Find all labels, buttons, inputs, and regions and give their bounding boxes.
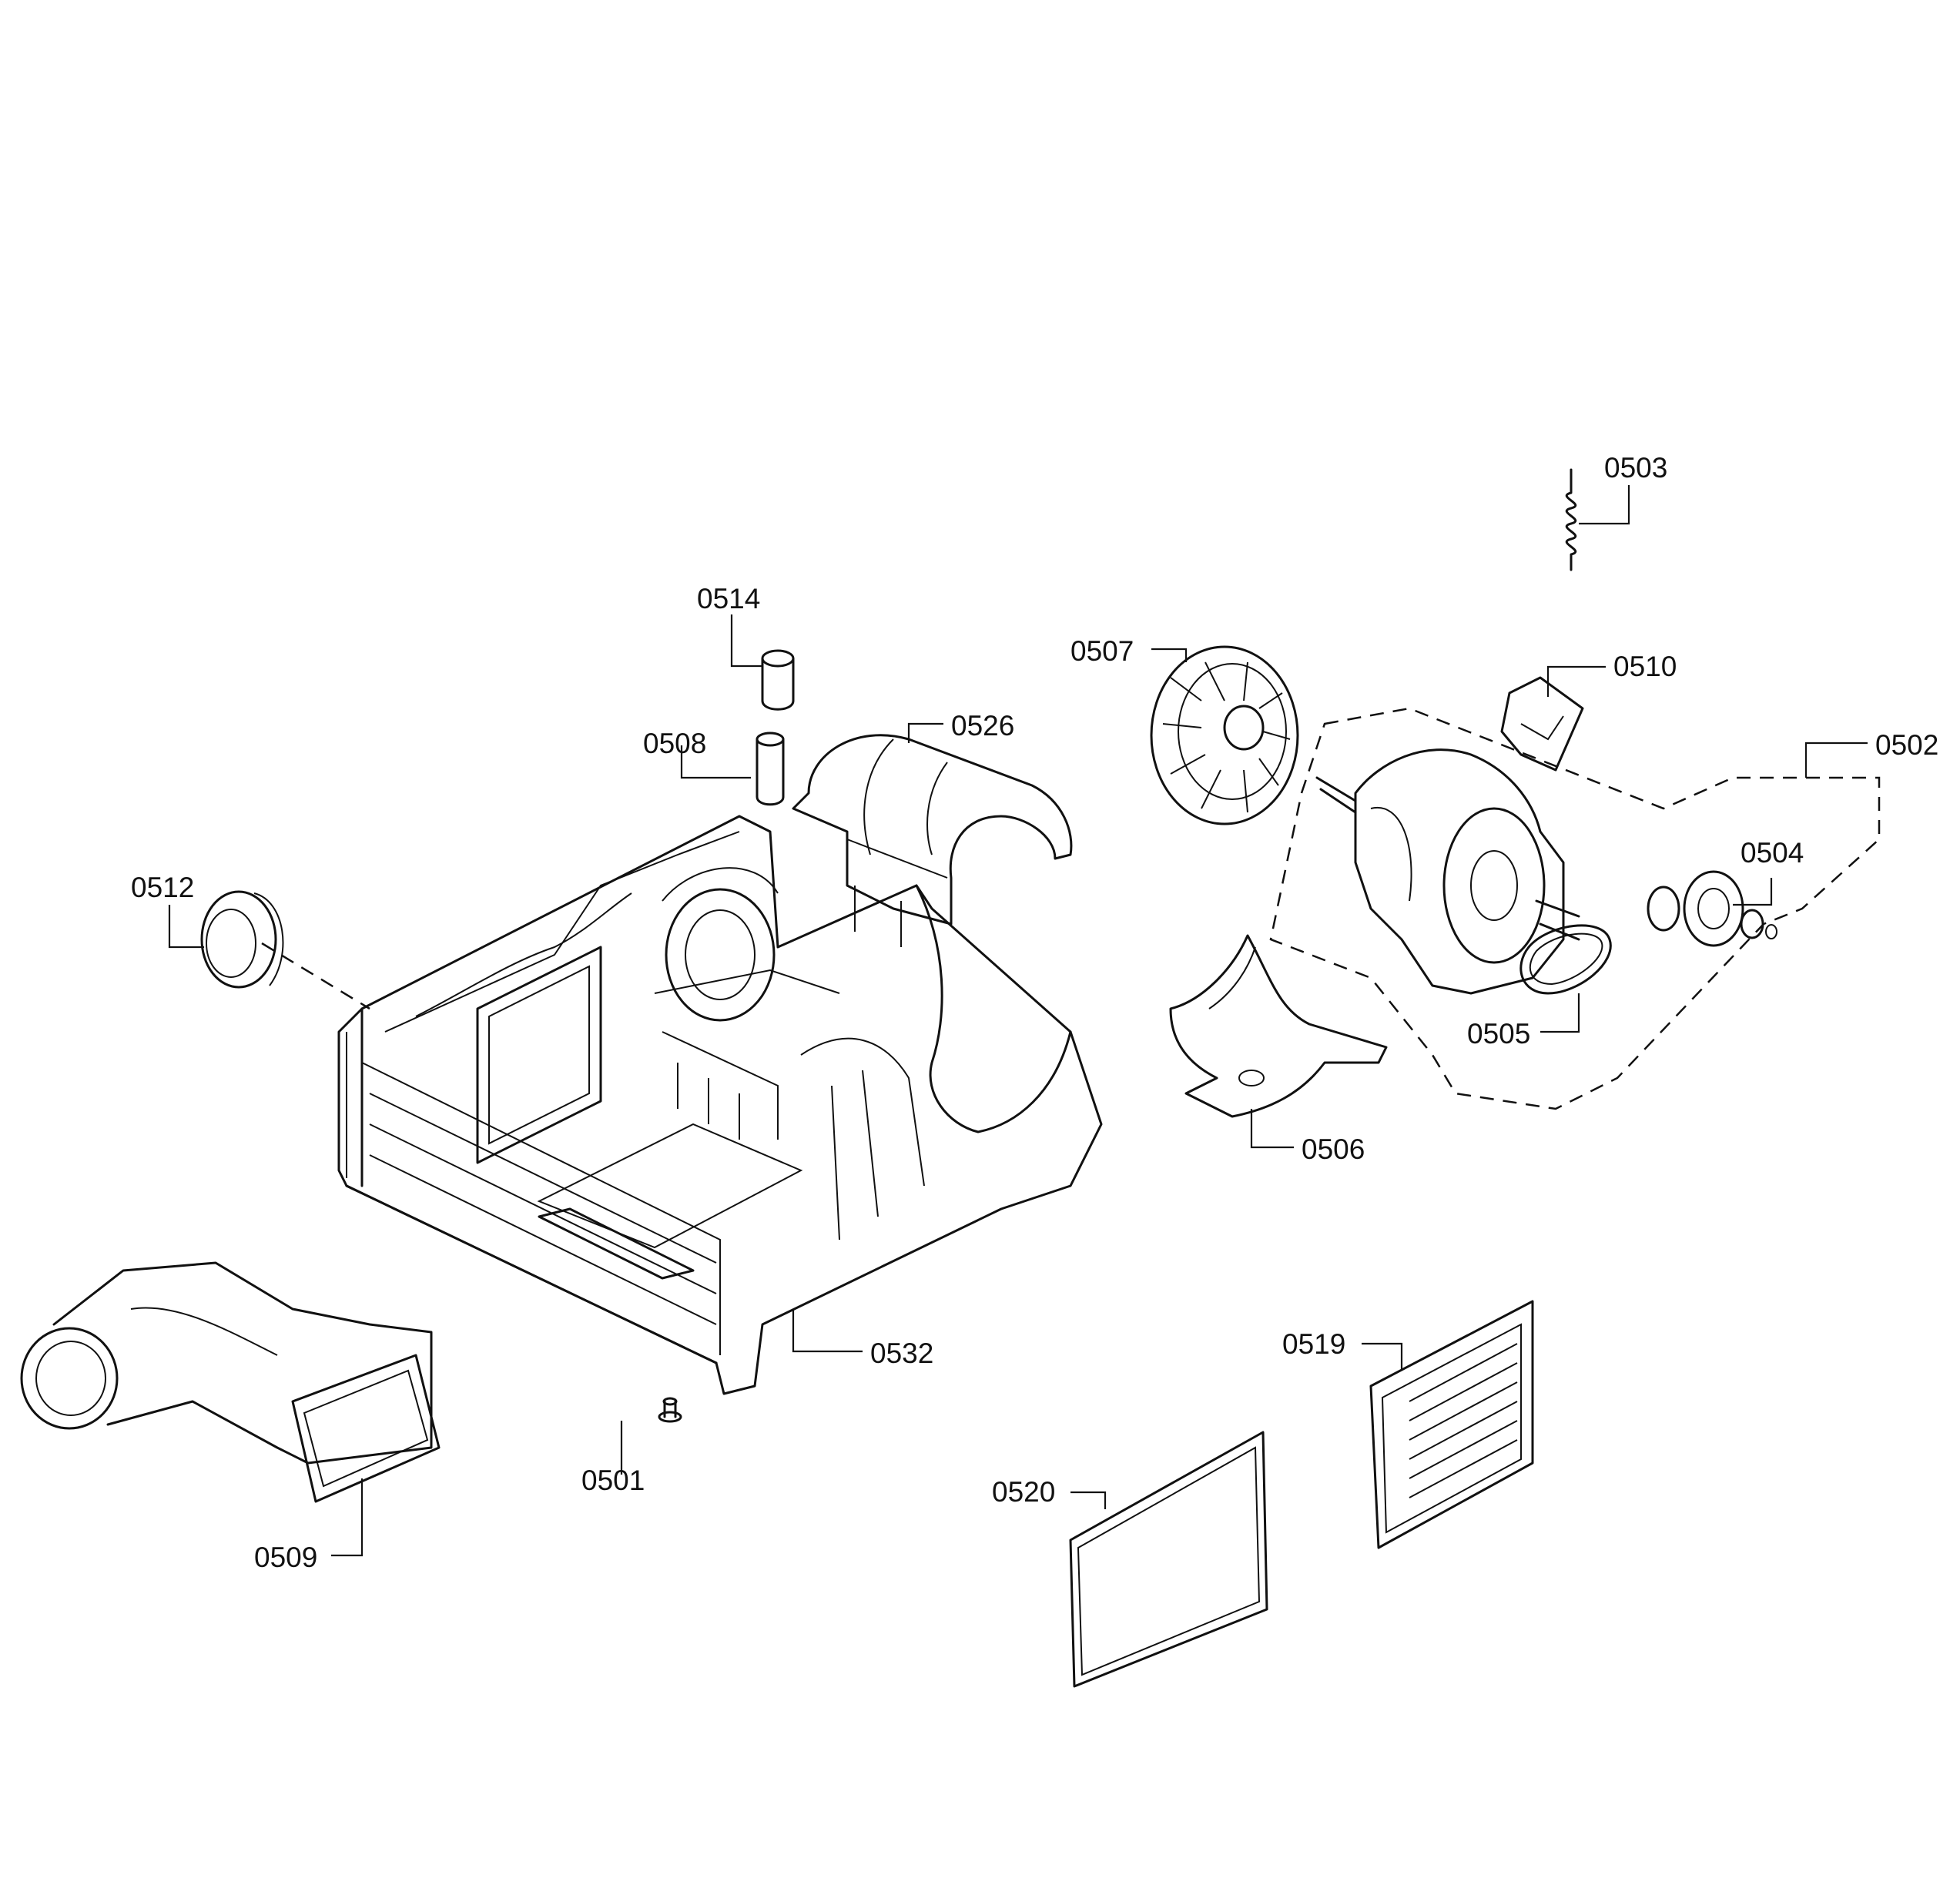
- air-guide-part: [1169, 934, 1388, 1118]
- callout-0508: 0508: [643, 728, 751, 779]
- callout-0501: 0501: [581, 1421, 645, 1496]
- label-0509: 0509: [254, 1542, 317, 1573]
- bolt-part: [658, 1397, 682, 1423]
- label-0532: 0532: [870, 1338, 933, 1369]
- callout-0519: 0519: [1282, 1328, 1403, 1371]
- label-0520: 0520: [992, 1476, 1055, 1508]
- callout-0504: 0504: [1733, 837, 1804, 906]
- motor-assembly-boundary: [1269, 707, 1881, 1110]
- filter-panel-part: [1069, 1431, 1268, 1688]
- callout-0503: 0503: [1579, 452, 1667, 525]
- callout-0506: 0506: [1250, 1109, 1365, 1165]
- label-0502: 0502: [1875, 729, 1938, 761]
- belt-part: [1519, 924, 1612, 995]
- callout-0532: 0532: [792, 1309, 933, 1369]
- base-housing-part: [337, 815, 1103, 1395]
- motor-part: [1315, 748, 1580, 995]
- label-0506: 0506: [1302, 1133, 1365, 1165]
- callout-0505: 0505: [1467, 993, 1580, 1050]
- callout-0507: 0507: [1070, 635, 1188, 667]
- spring-part: [1565, 468, 1577, 571]
- duct-ring-part: [200, 890, 370, 1010]
- label-0508: 0508: [643, 728, 706, 759]
- motor-bracket-part: [1500, 676, 1584, 772]
- inlet-duct-part: [20, 1261, 441, 1503]
- callout-0526: 0526: [907, 710, 1014, 743]
- label-0510: 0510: [1613, 651, 1677, 682]
- callout-0512: 0512: [131, 872, 204, 949]
- grille-panel-part: [1369, 1300, 1534, 1549]
- callout-0520: 0520: [992, 1476, 1107, 1509]
- cylinder-rod-part: [756, 732, 785, 806]
- label-0512: 0512: [131, 872, 194, 903]
- callout-0509: 0509: [254, 1478, 364, 1573]
- label-0503: 0503: [1604, 452, 1667, 484]
- label-0514: 0514: [697, 583, 760, 614]
- label-0526: 0526: [951, 710, 1014, 742]
- label-0505: 0505: [1467, 1018, 1530, 1050]
- pulley-part: [1647, 870, 1777, 947]
- drum-cover-part: [792, 734, 1073, 947]
- label-0504: 0504: [1741, 837, 1804, 869]
- blower-wheel-part: [1150, 645, 1299, 825]
- label-0501: 0501: [581, 1465, 645, 1496]
- label-0507: 0507: [1070, 635, 1134, 667]
- cylinder-cap-part: [761, 649, 795, 711]
- callout-0502: 0502: [1804, 729, 1938, 778]
- callout-0514: 0514: [697, 583, 762, 668]
- callout-0510: 0510: [1546, 651, 1677, 697]
- label-0519: 0519: [1282, 1328, 1345, 1360]
